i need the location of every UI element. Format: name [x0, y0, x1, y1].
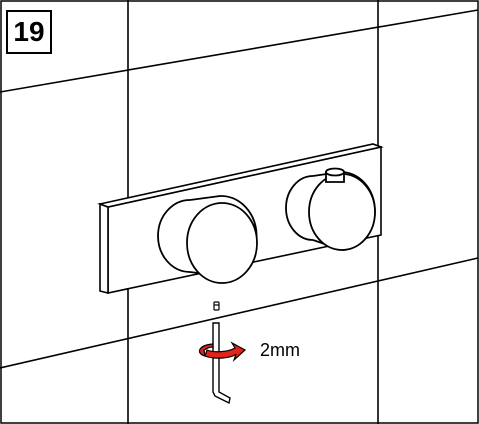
- allen-key-icon: [213, 323, 230, 403]
- allen-key-size-label: 2mm: [260, 340, 300, 360]
- right-knob-face: [309, 174, 375, 250]
- safety-stop-button: [326, 169, 344, 183]
- right-thermostatic-knob: [286, 169, 375, 251]
- tile-line: [0, 10, 478, 92]
- step-number-badge: 19: [6, 10, 52, 54]
- rotate-clockwise-arrow-icon: [199, 343, 245, 360]
- tile-line: [0, 258, 478, 368]
- cover-plate-edge: [99, 202, 109, 295]
- left-knob-face: [187, 203, 257, 283]
- left-control-knob: [158, 196, 257, 283]
- cover-plate-top: [97, 143, 384, 208]
- grub-screw-icon: [214, 302, 219, 310]
